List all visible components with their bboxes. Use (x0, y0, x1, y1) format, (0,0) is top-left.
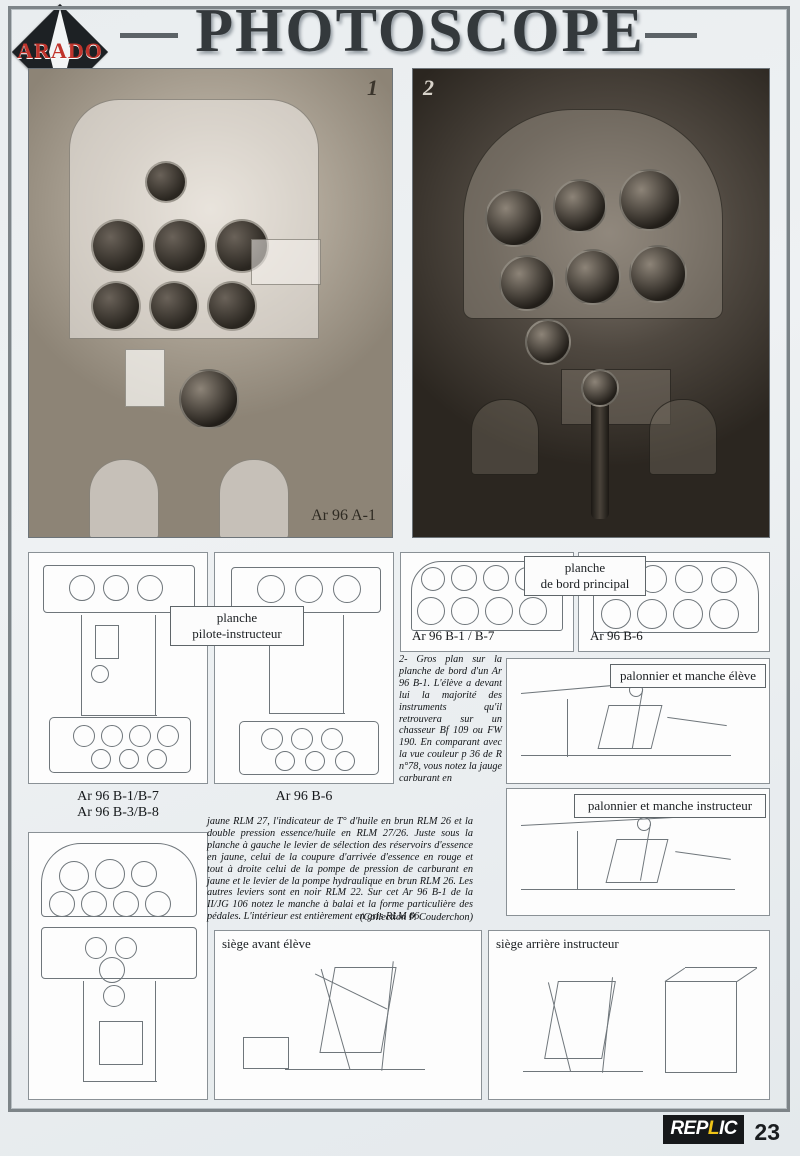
main-label-line-2: de bord principal (540, 576, 630, 591)
logo-spear-upper (49, 8, 71, 52)
photo-2-artwork (413, 69, 769, 537)
diagram-seat-rear-instructor (488, 930, 770, 1100)
caption-ar96-b1-b7: Ar 96 B-1 / B-7 (412, 628, 495, 643)
diagram-detailed-instrument-panel (28, 832, 208, 1100)
title-rule-right (645, 33, 697, 38)
label-palonnier-manche-instructeur: palonnier et manche instructeur (574, 794, 766, 818)
replic-magazine-logo: REPLIC (663, 1115, 744, 1144)
photo-1-artwork (29, 69, 392, 537)
caption-left-panel: Ar 96 B-1/B-7 Ar 96 B-3/B-8 (28, 789, 208, 821)
photo-2-number: 2 (423, 75, 434, 100)
page-header: ARADO PHOTOSCOPE (0, 0, 800, 101)
body-text-wide-block: jaune RLM 27, l'indicateur de T° d'huile… (207, 816, 473, 923)
photo-1-caption: Ar 96 A-1 (311, 507, 376, 524)
photo-ar96-a1-cockpit: 1 Ar 96 A-1 (28, 68, 393, 538)
caption-line-1: Ar 96 B-1/B-7 (77, 789, 159, 804)
photo-1-number: 1 (367, 75, 378, 100)
label-siege-arriere-instructeur: siège arrière instructeur (496, 936, 619, 951)
label-line-2: pilote-instructeur (192, 626, 282, 641)
replic-suffix: IC (719, 1118, 738, 1139)
label-planche-pilote-instructeur: planche pilote-instructeur (170, 606, 304, 646)
photo-ar96-b1-cockpit: 2 (412, 68, 770, 538)
page-number: 23 (754, 1119, 780, 1145)
diagram-pilot-instructor-panel-left (28, 552, 208, 784)
title-rule-left (120, 33, 178, 38)
label-line-1: planche (216, 610, 258, 625)
text-collection-credit: (Collection P. Couderchon) (360, 912, 473, 923)
diagram-seat-front-student (214, 930, 482, 1100)
label-palonnier-manche-eleve: palonnier et manche élève (610, 664, 766, 688)
label-planche-de-bord-principal: planche de bord principal (524, 556, 646, 596)
diagram-ar96-b6-panel (214, 552, 394, 784)
logo-wordmark: ARADO (17, 38, 103, 63)
page-footer: REPLIC 23 (0, 1108, 800, 1156)
caption-line-2: Ar 96 B-3/B-8 (77, 805, 159, 820)
replic-prefix: REP (670, 1118, 708, 1139)
label-siege-avant-eleve: siège avant élève (222, 936, 311, 951)
caption-middle-panel: Ar 96 B-6 (275, 789, 333, 804)
replic-accent-letter: L (707, 1118, 720, 1139)
body-text-narrow-column: 2- Gros plan sur la planche de bord d'un… (399, 654, 502, 785)
caption-ar96-b6-top: Ar 96 B-6 (590, 628, 643, 643)
page-title: PHOTOSCOPE (195, 0, 645, 65)
main-label-line-1: planche (564, 560, 606, 575)
